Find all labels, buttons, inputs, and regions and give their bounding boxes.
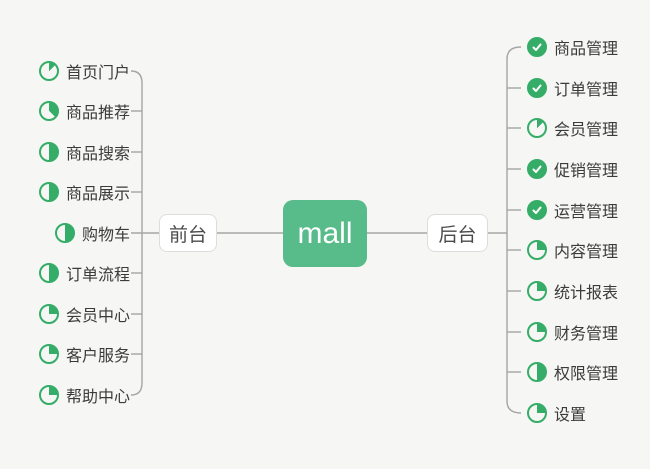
topic-item[interactable]: 会员管理 bbox=[527, 117, 618, 139]
task-progress-icon bbox=[527, 403, 547, 423]
task-progress-icon bbox=[527, 37, 547, 57]
topic-label: 会员管理 bbox=[554, 122, 619, 139]
task-progress-icon bbox=[38, 263, 59, 283]
task-progress-icon bbox=[527, 240, 547, 260]
topic-label: 商品搜索 bbox=[65, 146, 130, 163]
topic-item[interactable]: 商品管理 bbox=[527, 36, 618, 58]
check-icon bbox=[532, 165, 542, 173]
topic-item[interactable]: 促销管理 bbox=[527, 158, 618, 180]
topic-label: 帮助中心 bbox=[65, 389, 130, 406]
topic-label: 权限管理 bbox=[554, 366, 619, 383]
topic-label: 商品推荐 bbox=[65, 105, 130, 122]
topic-label: 购物车 bbox=[81, 227, 130, 244]
topic-item[interactable]: 会员中心 bbox=[38, 303, 130, 325]
check-icon bbox=[532, 84, 542, 92]
topic-item[interactable]: 商品展示 bbox=[38, 181, 130, 203]
task-progress-icon bbox=[38, 61, 59, 81]
task-progress-icon bbox=[38, 385, 59, 405]
topic-item[interactable]: 设置 bbox=[527, 402, 586, 424]
topic-item[interactable]: 客户服务 bbox=[38, 343, 130, 365]
task-progress-icon bbox=[38, 344, 59, 364]
topic-item[interactable]: 统计报表 bbox=[527, 280, 618, 302]
topic-item[interactable]: 首页门户 bbox=[38, 60, 130, 82]
topic-item[interactable]: 帮助中心 bbox=[38, 384, 130, 406]
task-progress-icon bbox=[38, 304, 59, 324]
topic-item[interactable]: 内容管理 bbox=[527, 239, 618, 261]
topic-label: 内容管理 bbox=[554, 244, 619, 261]
topic-item[interactable]: 购物车 bbox=[54, 222, 130, 244]
topic-label: 首页门户 bbox=[65, 65, 130, 82]
topic-label: 商品展示 bbox=[65, 186, 130, 203]
topic-label: 商品管理 bbox=[554, 41, 619, 58]
topic-label: 客户服务 bbox=[65, 348, 130, 365]
check-icon bbox=[532, 43, 542, 51]
branch-node-frontend[interactable]: 前台 bbox=[159, 214, 217, 252]
task-progress-icon bbox=[527, 78, 547, 98]
topic-item[interactable]: 财务管理 bbox=[527, 321, 618, 343]
topic-label: 运营管理 bbox=[554, 204, 619, 221]
topic-label: 促销管理 bbox=[554, 163, 619, 180]
topic-item[interactable]: 订单管理 bbox=[527, 77, 618, 99]
topic-item[interactable]: 权限管理 bbox=[527, 361, 618, 383]
root-node-mall[interactable]: mall bbox=[283, 200, 367, 267]
task-progress-icon bbox=[527, 159, 547, 179]
task-progress-icon bbox=[527, 362, 547, 382]
task-progress-icon bbox=[527, 200, 547, 220]
topic-item[interactable]: 商品推荐 bbox=[38, 100, 130, 122]
topic-item[interactable]: 订单流程 bbox=[38, 262, 130, 284]
task-progress-icon bbox=[527, 322, 547, 342]
topic-label: 设置 bbox=[554, 407, 587, 424]
task-progress-icon bbox=[54, 223, 75, 243]
topic-label: 财务管理 bbox=[554, 326, 619, 343]
topic-label: 会员中心 bbox=[65, 308, 130, 325]
check-icon bbox=[532, 206, 542, 214]
topic-item[interactable]: 运营管理 bbox=[527, 199, 618, 221]
topic-item[interactable]: 商品搜索 bbox=[38, 141, 130, 163]
task-progress-icon bbox=[527, 281, 547, 301]
branch-node-backend[interactable]: 后台 bbox=[427, 214, 488, 252]
topic-label: 统计报表 bbox=[554, 285, 619, 302]
topic-label: 订单流程 bbox=[65, 267, 130, 284]
topic-label: 订单管理 bbox=[554, 82, 619, 99]
task-progress-icon bbox=[38, 142, 59, 162]
task-progress-icon bbox=[38, 182, 59, 202]
task-progress-icon bbox=[527, 118, 547, 138]
task-progress-icon bbox=[38, 101, 59, 121]
